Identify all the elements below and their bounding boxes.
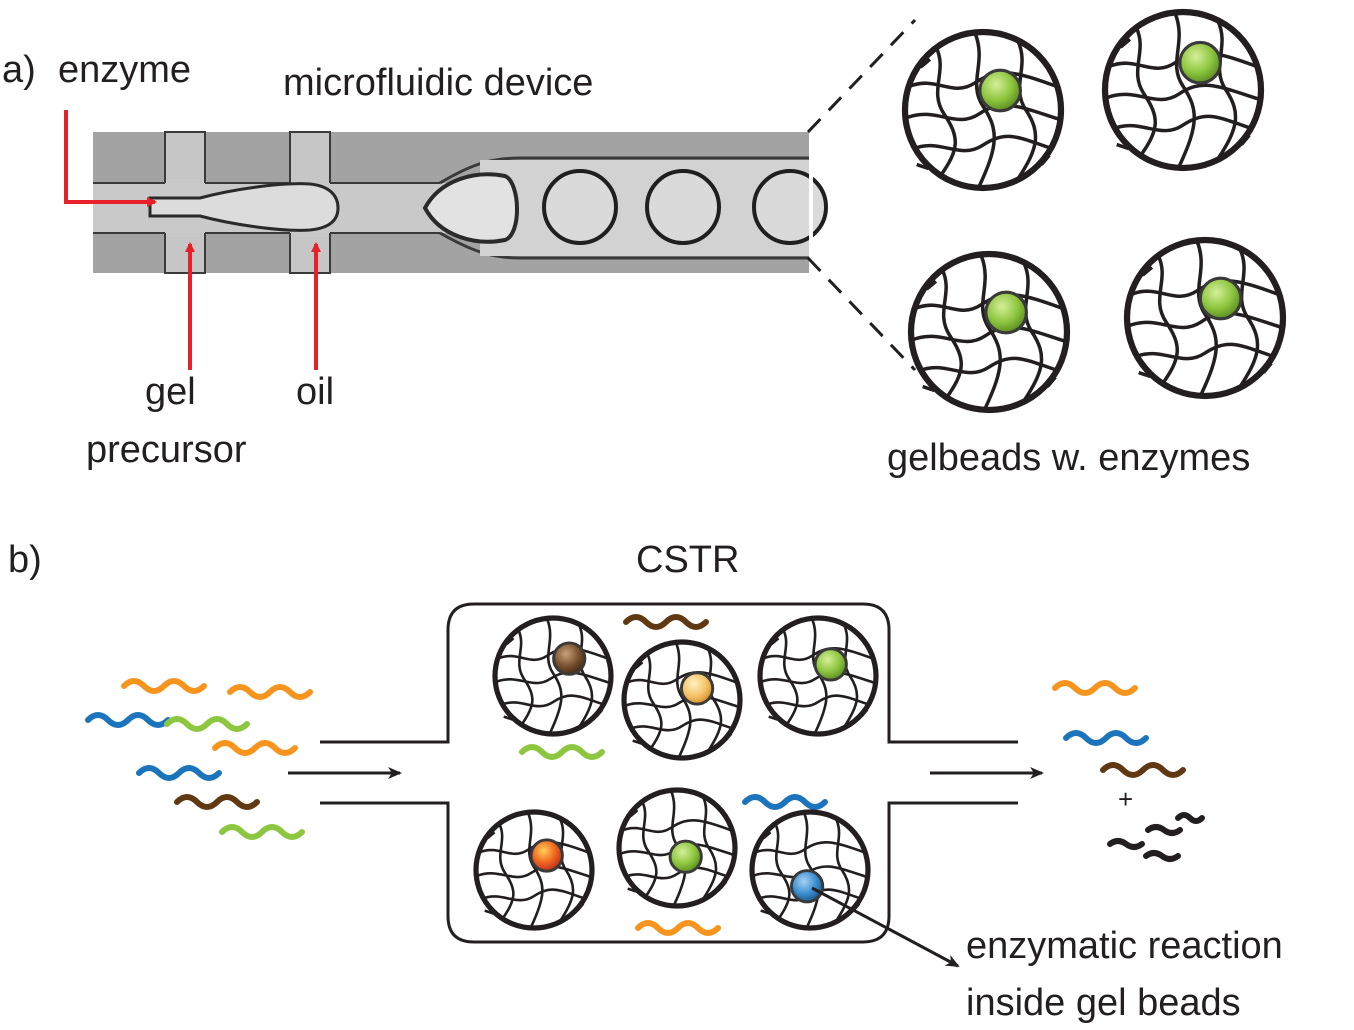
- zoom-line-bottom: [806, 256, 917, 372]
- reactor-orange: [635, 920, 721, 936]
- product-fragments: [1107, 812, 1205, 862]
- reaction-pointer-arrow: [811, 886, 960, 968]
- plus-sign: +: [1118, 784, 1133, 814]
- substrate-brown-1: [174, 794, 260, 810]
- reactor-green: [519, 744, 605, 760]
- reaction-label-line2: inside gel beads: [966, 982, 1241, 1024]
- reactor-brown: [623, 614, 709, 630]
- fragment-3: [1175, 812, 1205, 824]
- fragment-2: [1145, 824, 1183, 836]
- gelbead-a4: [1123, 236, 1287, 400]
- gelbeads-label: gelbeads w. enzymes: [887, 437, 1250, 479]
- substrate-green-2: [219, 824, 305, 840]
- reactor-bead-green-top: [757, 615, 879, 737]
- substrate-green-1: [164, 716, 250, 732]
- product-molecules-out: [1052, 680, 1186, 778]
- panel-b-label: b): [8, 539, 42, 581]
- reactor-bead-red: [473, 809, 595, 931]
- cstr-reactor-outline: [320, 602, 1018, 944]
- zoom-line-top: [806, 18, 917, 134]
- reactor-bead-blue: [749, 809, 871, 931]
- reactor-bead-yellow: [621, 639, 743, 761]
- out-orange: [1052, 680, 1138, 696]
- gelbead-a3: [907, 250, 1071, 414]
- substrate-orange-1: [121, 678, 207, 694]
- reactor-bead-brown: [492, 615, 614, 737]
- gelbead-a2: [1101, 8, 1265, 172]
- precursor-label: precursor: [86, 429, 247, 471]
- out-brown: [1100, 762, 1186, 778]
- cstr-title: CSTR: [636, 539, 739, 581]
- enzyme-inlet-arrow: [64, 110, 157, 207]
- panel-a-label: a): [2, 49, 36, 91]
- substrate-molecules-in: [85, 678, 313, 840]
- substrate-orange-3: [212, 740, 298, 756]
- reactor-bead-green-bottom: [616, 787, 738, 909]
- substrate-molecules-reactor: [519, 614, 828, 936]
- gel-label: gel: [145, 371, 196, 413]
- enzyme-label: enzyme: [58, 49, 191, 91]
- out-blue: [1063, 730, 1149, 746]
- reaction-label-line1: enzymatic reaction: [966, 925, 1283, 967]
- substrate-blue-2: [136, 765, 222, 781]
- gelbead-a1: [901, 28, 1065, 192]
- fragment-4: [1143, 850, 1181, 862]
- fragment-1: [1107, 838, 1145, 850]
- microfluidic-micrograph: [93, 131, 828, 274]
- device-title: microfluidic device: [283, 62, 593, 104]
- reactor-blue: [742, 794, 828, 810]
- substrate-blue-1: [85, 712, 171, 728]
- oil-label: oil: [296, 371, 334, 413]
- substrate-orange-2: [227, 684, 313, 700]
